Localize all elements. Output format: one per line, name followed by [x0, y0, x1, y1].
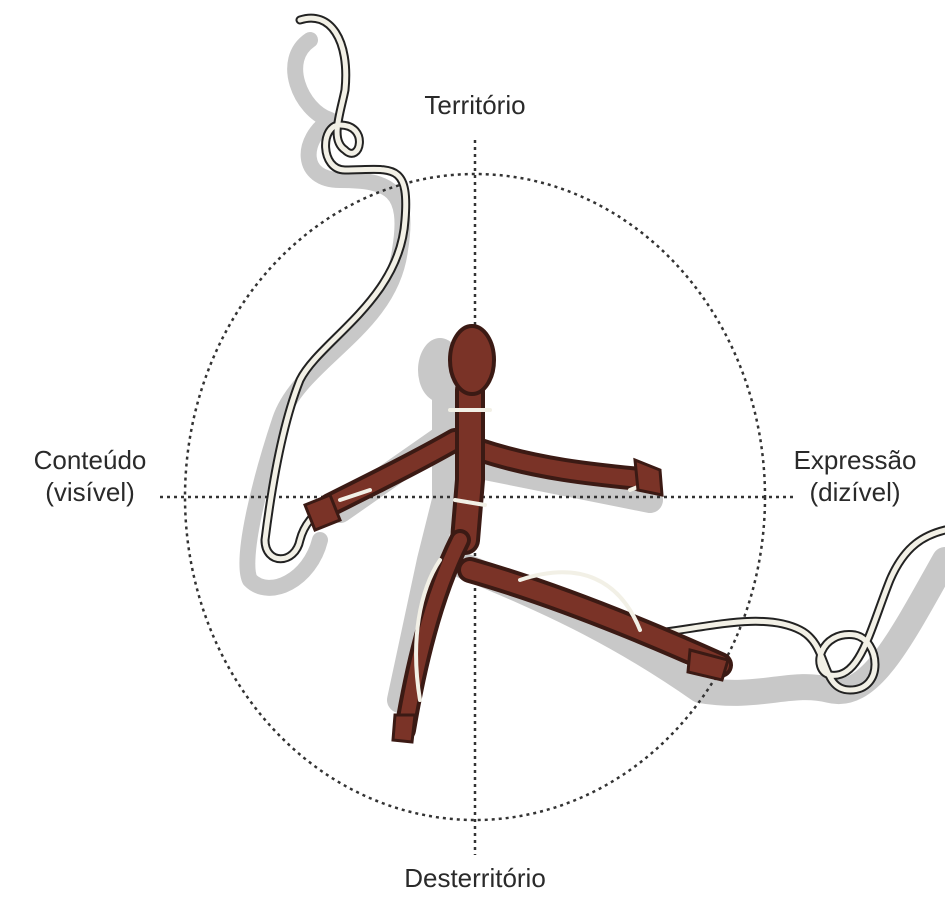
label-expressao-line2: (dizível): [765, 476, 945, 508]
figure-hand-right: [635, 460, 662, 495]
figure-foot-left: [393, 715, 415, 742]
label-conteudo-line2: (visível): [0, 476, 180, 508]
label-territorio: Território: [375, 89, 575, 121]
label-expressao-line1: Expressão: [765, 444, 945, 476]
label-conteudo: Conteúdo (visível): [0, 444, 180, 508]
label-conteudo-line1: Conteúdo: [0, 444, 180, 476]
figure-head: [450, 326, 494, 394]
label-desterritorio: Desterritório: [375, 862, 575, 894]
label-expressao: Expressão (dizível): [765, 444, 945, 508]
